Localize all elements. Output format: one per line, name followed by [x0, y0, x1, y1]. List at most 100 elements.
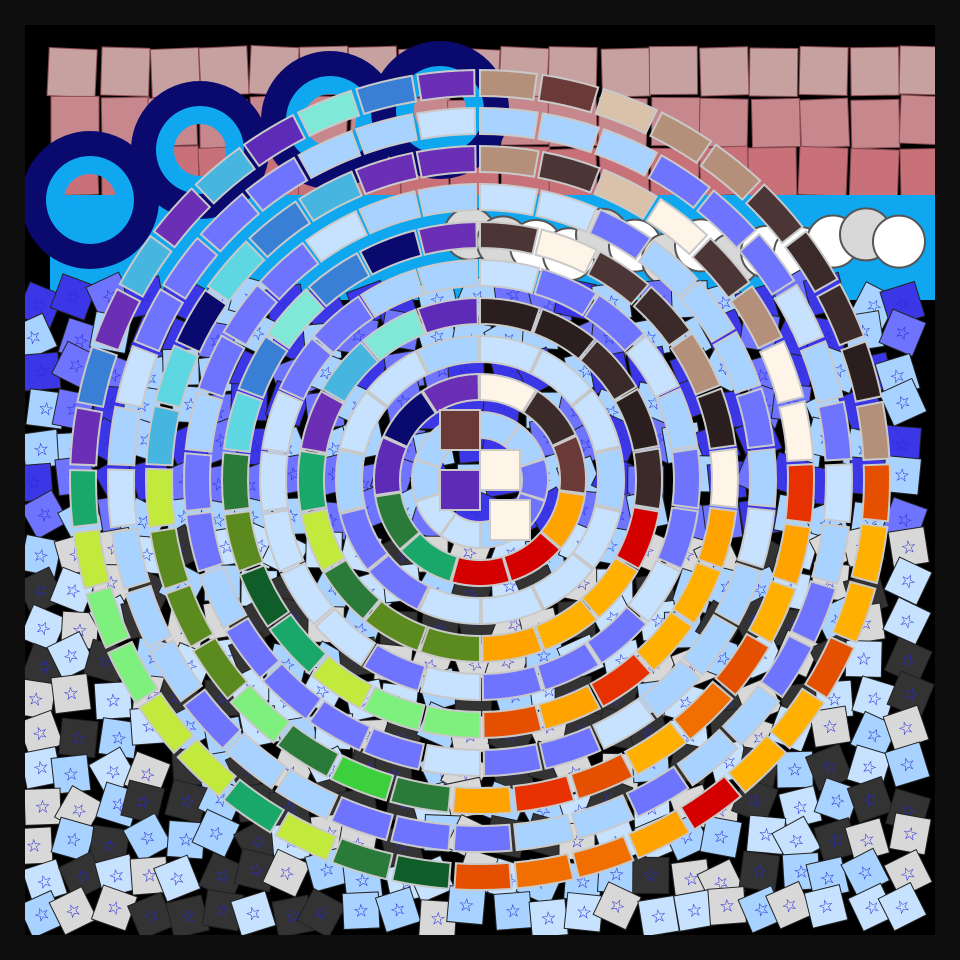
ring-segment	[223, 510, 265, 573]
ring-segment	[481, 625, 544, 663]
svg-text:☆: ☆	[859, 787, 881, 812]
svg-text:☆: ☆	[893, 508, 915, 533]
star-ring-segment	[670, 447, 701, 510]
star-ring-segment	[479, 334, 542, 375]
star-ring-segment	[479, 182, 539, 217]
star-tile: ☆	[883, 848, 933, 899]
sky-tile	[848, 147, 900, 199]
center-tile	[439, 409, 481, 451]
ring-segment	[191, 636, 249, 701]
star-ring-segment	[314, 607, 377, 667]
svg-text:☆: ☆	[30, 902, 53, 928]
star-ring-segment	[656, 506, 699, 570]
ring-segment	[390, 853, 452, 890]
star-ring-segment	[222, 283, 279, 347]
star-ring-segment	[655, 387, 699, 451]
wave-curl	[46, 156, 134, 244]
sky-tile	[850, 46, 900, 97]
star-tile: ☆	[230, 890, 277, 935]
star-ring-segment	[199, 192, 261, 253]
svg-text:☆: ☆	[243, 902, 265, 927]
ring-segment	[613, 387, 660, 452]
star-tile: ☆	[120, 779, 166, 825]
star-ring-segment	[358, 190, 422, 235]
ring-segment	[106, 640, 160, 705]
ring-segment	[645, 197, 709, 256]
ring-segment	[238, 563, 291, 628]
ring-segment	[696, 506, 738, 570]
star-tile: ☆	[166, 819, 206, 860]
star-ring-segment	[224, 731, 288, 790]
svg-text:☆: ☆	[793, 861, 810, 883]
star-ring-segment	[279, 561, 335, 626]
star-tile: ☆	[25, 826, 54, 866]
svg-text:☆: ☆	[34, 796, 51, 818]
star-ring-segment	[452, 823, 513, 853]
ring-segment	[300, 508, 347, 573]
svg-text:☆: ☆	[718, 895, 736, 917]
star-ring-segment	[799, 339, 844, 404]
star-ring-segment	[789, 580, 837, 645]
ring-segment	[672, 680, 734, 742]
ring-segment	[354, 151, 419, 196]
svg-text:☆: ☆	[69, 727, 87, 750]
ring-segment	[578, 339, 638, 402]
star-ring-segment	[421, 743, 481, 778]
star-ring-segment	[626, 559, 682, 624]
star-tile: ☆	[25, 489, 70, 540]
ring-segment	[778, 400, 815, 463]
star-tile: ☆	[446, 885, 487, 926]
ring-segment	[299, 389, 346, 455]
svg-text:☆: ☆	[177, 829, 195, 851]
star-ring-segment	[810, 522, 851, 586]
ring-segment	[399, 531, 459, 583]
star-tile: ☆	[844, 817, 891, 864]
ring-segment	[307, 251, 371, 308]
star-tile: ☆	[707, 886, 747, 926]
ring-segment	[709, 447, 739, 509]
ring-segment	[421, 372, 480, 415]
ring-segment	[415, 145, 477, 179]
ring-segment	[632, 447, 663, 511]
ring-segment	[297, 449, 328, 513]
ring-segment	[537, 73, 600, 114]
star-ring-segment	[637, 239, 699, 298]
ring-segment	[237, 335, 289, 400]
svg-text:☆: ☆	[540, 908, 558, 930]
svg-text:☆: ☆	[821, 716, 840, 739]
star-ring-segment	[366, 349, 429, 408]
star-tile: ☆	[48, 886, 99, 935]
star-ring-segment	[161, 236, 219, 300]
ring-segment	[164, 583, 215, 649]
ring-segment	[266, 287, 326, 350]
star-tile: ☆	[191, 808, 241, 858]
ring-segment	[784, 463, 815, 525]
ring-segment	[479, 68, 539, 101]
svg-text:☆: ☆	[29, 721, 51, 746]
star-ring-segment	[593, 446, 625, 512]
star-tile: ☆	[888, 812, 932, 856]
ring-segment	[699, 143, 762, 202]
ring-segment	[614, 505, 661, 571]
ring-segment	[850, 522, 889, 585]
star-ring-segment	[419, 665, 481, 702]
star-tile: ☆	[374, 886, 422, 933]
star-ring-segment	[817, 400, 853, 462]
ring-segment	[569, 752, 635, 801]
svg-text:☆: ☆	[818, 867, 838, 891]
star-ring-segment	[224, 616, 281, 680]
ring-segment	[361, 308, 426, 362]
sky-tile	[100, 46, 151, 97]
star-ring-segment	[773, 283, 825, 348]
star-tile: ☆	[153, 854, 202, 903]
ring-segment	[815, 282, 866, 347]
ring-segment	[248, 200, 312, 259]
ring-segment	[373, 435, 409, 497]
ring-segment	[416, 69, 476, 102]
ring-segment	[221, 451, 251, 513]
ring-segment	[482, 704, 543, 739]
star-ring-segment	[681, 613, 738, 677]
ring-segment	[537, 150, 602, 194]
star-tile: ☆	[25, 462, 54, 503]
